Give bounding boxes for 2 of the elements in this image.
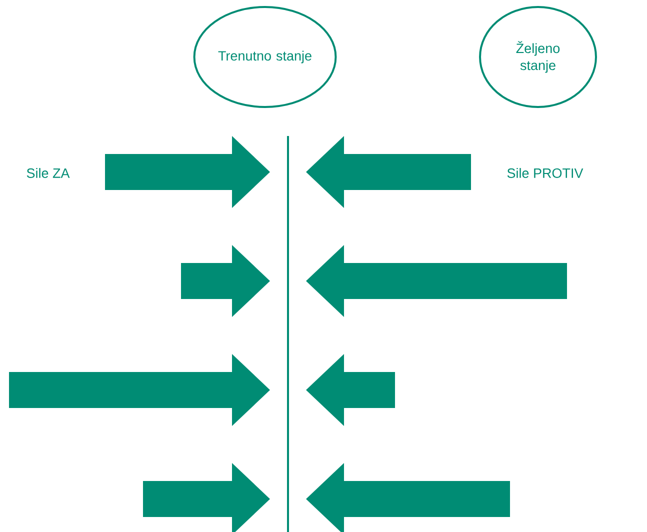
side-label: Sile ZA (26, 168, 70, 178)
side-label: Sile PROTIV (507, 168, 584, 178)
